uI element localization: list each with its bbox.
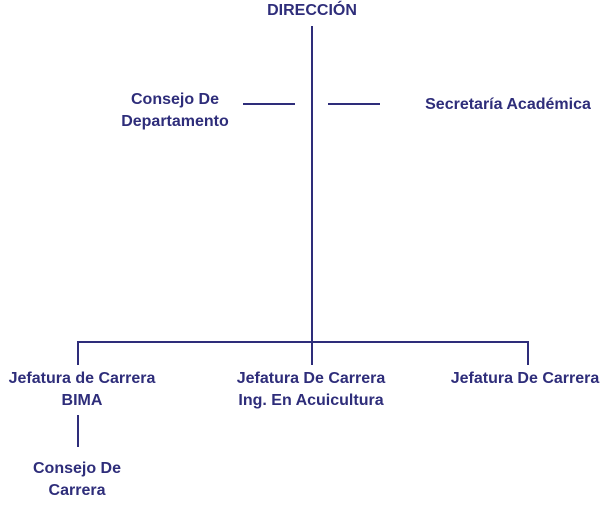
career-council-connector-line: [77, 415, 79, 447]
career-council-node: Consejo De Carrera: [10, 458, 144, 502]
director-label: DIRECCIÓN: [267, 2, 357, 19]
council-department-line-1: Consejo De: [130, 91, 219, 108]
head-right-drop-line: [527, 341, 529, 365]
council-department-line-2: Departamento: [121, 113, 229, 130]
head-bima-line-2: BIMA: [61, 392, 103, 409]
heads-horizontal-line: [77, 341, 529, 343]
academic-secretary-label: Secretaría Académica: [425, 96, 591, 113]
head-node-third: Jefatura De Carrera: [440, 368, 610, 390]
head-node-acuicultura: Jefatura De Carrera Ing. En Acuicultura: [220, 368, 402, 412]
council-connector-line: [243, 103, 295, 105]
head-bima-line-1: Jefatura de Carrera: [8, 370, 156, 387]
head-third-line-1: Jefatura De Carrera: [450, 370, 600, 387]
head-node-bima: Jefatura de Carrera BIMA: [0, 368, 164, 412]
council-department-node: Consejo De Departamento: [100, 89, 250, 133]
head-left-drop-line: [77, 341, 79, 365]
head-acuicultura-line-1: Jefatura De Carrera: [236, 370, 386, 387]
career-council-line-1: Consejo De: [32, 460, 121, 477]
secretary-connector-line: [328, 103, 380, 105]
director-trunk-line: [311, 26, 313, 365]
head-acuicultura-line-2: Ing. En Acuicultura: [238, 392, 384, 409]
career-council-line-2: Carrera: [48, 482, 106, 499]
director-node: DIRECCIÓN: [242, 0, 382, 22]
academic-secretary-node: Secretaría Académica: [408, 94, 608, 116]
